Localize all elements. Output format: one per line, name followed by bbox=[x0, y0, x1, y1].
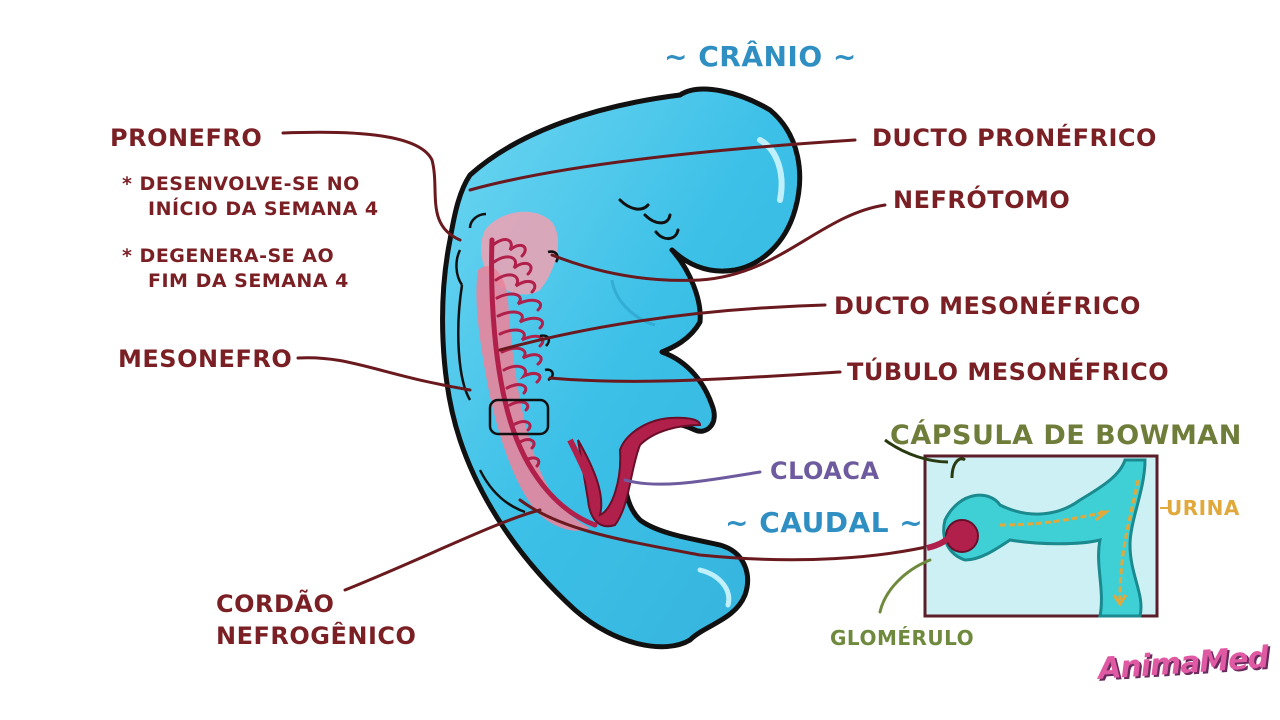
leader-tubulo-mesonefrico bbox=[548, 370, 842, 383]
leader-nefrotomo bbox=[550, 203, 887, 282]
leader-glomerulo-link bbox=[518, 498, 937, 562]
bowman-bracket bbox=[950, 457, 966, 479]
leader-bowman bbox=[884, 438, 949, 464]
capsula-bowman-label: CÁPSULA DE BOWMAN bbox=[890, 420, 1242, 451]
glomerulo-label: GLOMÉRULO bbox=[830, 626, 975, 650]
leader-cloaca bbox=[623, 470, 762, 486]
note-2-line-1: * DEGENERA-SE AO bbox=[122, 245, 335, 267]
pronefro-label: PRONEFRO bbox=[110, 124, 263, 152]
highlight bbox=[757, 137, 785, 203]
nefrotomo-label: NEFRÓTOMO bbox=[893, 186, 1071, 214]
note-2-line-2: FIM DA SEMANA 4 bbox=[148, 270, 349, 292]
leader-mesonefro bbox=[296, 356, 472, 392]
pharyngeal-arches bbox=[618, 198, 680, 240]
tubulo-mesonefrico-label: TÚBULO MESONÉFRICO bbox=[847, 358, 1170, 386]
ducto-mesonefrico-label: DUCTO MESONÉFRICO bbox=[834, 292, 1141, 320]
caudal-label: ~ CAUDAL ~ bbox=[725, 506, 924, 539]
leader-ducto-mesonefrico bbox=[498, 303, 827, 352]
urine-flow bbox=[1118, 479, 1140, 601]
mesonephric-tubules bbox=[491, 238, 545, 468]
bowman-inset bbox=[923, 454, 1159, 618]
note-1-line-1: * DESENVOLVE-SE NO bbox=[122, 173, 360, 195]
leader-lines bbox=[281, 130, 937, 592]
leader-glomerulo bbox=[878, 558, 932, 614]
urine-arrow bbox=[1112, 594, 1128, 607]
note-1-line-2: INÍCIO DA SEMANA 4 bbox=[148, 198, 379, 220]
urina-label: URINA bbox=[1166, 496, 1240, 520]
cranio-label: ~ CRÂNIO ~ bbox=[664, 40, 857, 73]
mesonefro-label: MESONEFRO bbox=[118, 345, 293, 373]
leader-cordao bbox=[343, 508, 542, 592]
leader-ducto-pronefrico bbox=[468, 138, 857, 192]
cloaca-label: CLOACA bbox=[770, 457, 880, 485]
afferent-vessel bbox=[926, 533, 953, 551]
nephron-tubule bbox=[942, 458, 1147, 618]
urine-flow bbox=[999, 510, 1106, 527]
cloaca-shape bbox=[577, 416, 702, 528]
body-shading bbox=[610, 279, 656, 327]
pronephros-tissue bbox=[480, 211, 559, 295]
cordao-label: CORDÃO NEFROGÊNICO bbox=[216, 588, 416, 652]
nephric-duct bbox=[489, 237, 598, 528]
ducto-pronefrico-label: DUCTO PRONÉFRICO bbox=[872, 124, 1157, 152]
cordao-line-2: NEFROGÊNICO bbox=[216, 622, 417, 650]
pronefro-note-2: * DEGENERA-SE AO FIM DA SEMANA 4 bbox=[122, 244, 349, 294]
highlight bbox=[697, 567, 732, 608]
pronefro-note-1: * DESENVOLVE-SE NO INÍCIO DA SEMANA 4 bbox=[122, 172, 379, 222]
urine-arrow bbox=[1095, 510, 1111, 522]
allantois bbox=[567, 438, 598, 501]
cordao-line-1: CORDÃO bbox=[216, 590, 335, 618]
leader-pronefro bbox=[281, 130, 462, 242]
bracket-marks bbox=[455, 212, 559, 514]
